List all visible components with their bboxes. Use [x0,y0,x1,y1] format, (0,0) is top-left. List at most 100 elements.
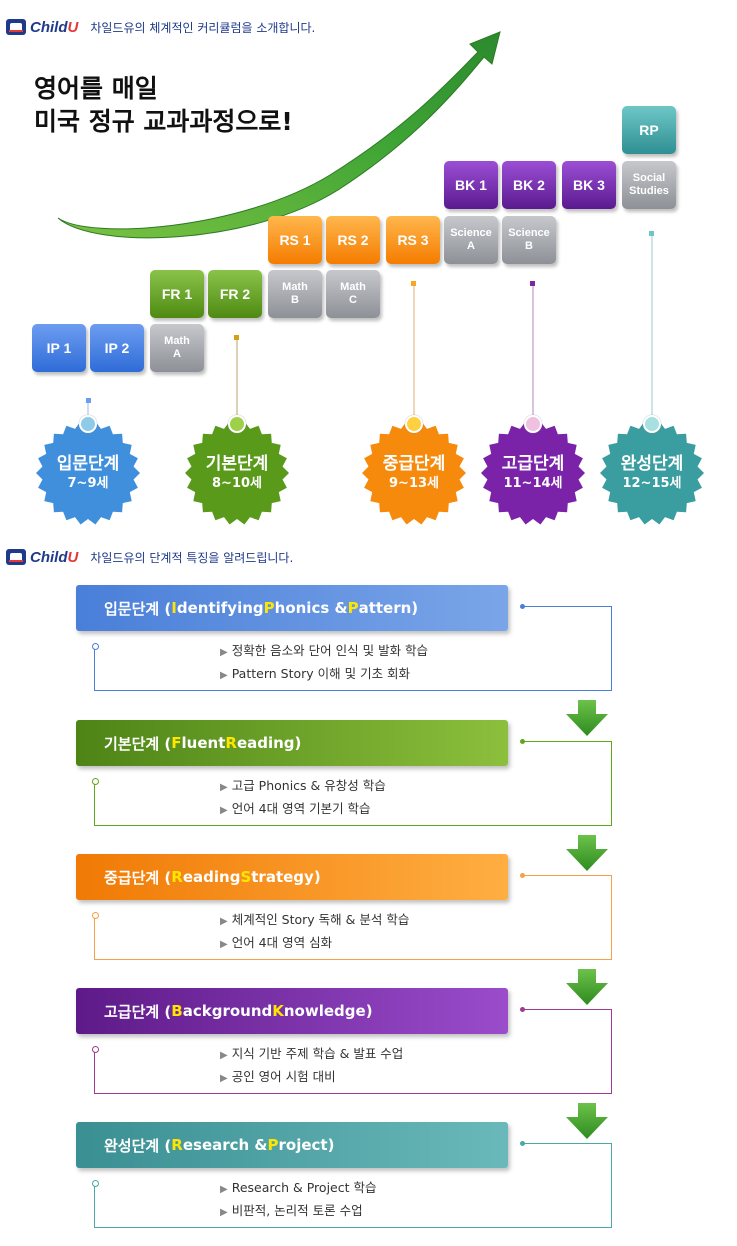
stage-badge-1: 입문단계 7~9세 [35,415,141,526]
frame-connector [522,875,612,876]
stage-bullets: ▶체계적인 Story 독해 & 분석 학습 ▶언어 4대 영역 심화 [220,909,409,955]
stage-detail-frame [94,645,612,691]
stage-badge-3: 중급단계 9~13세 [361,415,467,526]
stage-name: 입문단계 [56,454,120,474]
block-rs3: RS 3 [386,216,440,264]
stage-badge-5: 완성단계 12~15세 [599,415,705,526]
stage-title-kr: 완성단계 ( [104,1136,172,1155]
stage-age: 11~14세 [503,476,563,491]
headline: 영어를 매일 미국 정규 교과과정으로! [34,72,293,138]
frame-connector [522,606,612,607]
bullet-dot-icon [520,873,525,878]
down-arrow-icon [566,700,608,736]
header-title: 차일드유의 체계적인 커리큘럼을 소개합니다. [90,20,316,35]
logo: ChildU [30,548,79,566]
block-ip1: IP 1 [32,324,86,372]
stage-title-kr: 기본단계 ( [104,734,172,753]
block-ip2: IP 2 [90,324,144,372]
block-fr2: FR 2 [208,270,262,318]
bullet-item: ▶비판적, 논리적 토론 수업 [220,1203,363,1218]
bullet-item: ▶공인 영어 시험 대비 [220,1069,336,1084]
stage-badge-4: 고급단계 11~14세 [480,415,586,526]
stage-age: 9~13세 [389,476,439,491]
stage-detail-frame [94,1048,612,1094]
pin-icon [524,415,542,433]
block-rs1: RS 1 [268,216,322,264]
bullet-dot-icon [520,739,525,744]
stage-bullets: ▶지식 기반 주제 학습 & 발표 수업 ▶공인 영어 시험 대비 [220,1043,403,1089]
logo: ChildU [30,18,79,36]
down-arrow-icon [566,969,608,1005]
stage-bullets: ▶Research & Project 학습 ▶비판적, 논리적 토론 수업 [220,1177,376,1223]
bullet-dot-icon [92,1180,99,1187]
stage-name: 중급단계 [382,454,446,474]
frame-connector [611,741,612,781]
bullet-dot-icon [520,1007,525,1012]
down-arrow-icon [566,1103,608,1139]
bullet-dot-icon [92,643,99,650]
stage-badge-2: 기본단계 8~10세 [184,415,290,526]
block-bk1: BK 1 [444,161,498,209]
bullet-dot-icon [92,778,99,785]
bullet-dot-icon [92,1046,99,1053]
stage-age: 7~9세 [67,476,109,491]
frame-connector [611,1009,612,1049]
block-rp: RP [622,106,676,154]
bullet-dot-icon [520,1141,525,1146]
frame-connector [522,1143,612,1144]
bullet-item: ▶언어 4대 영역 기본기 학습 [220,801,371,816]
badge-shape-icon [36,421,140,525]
pin-icon [228,415,246,433]
logo-icon [6,19,26,35]
stage-detail-frame [94,780,612,826]
bullet-item: ▶Research & Project 학습 [220,1180,377,1195]
stage-bullets: ▶정확한 음소와 단어 인식 및 발화 학습▶Pattern Story 이해 … [220,640,428,686]
headline-line-2: 미국 정규 교과과정으로! [34,107,293,136]
block-fr1: FR 1 [150,270,204,318]
badge-shape-icon [600,421,704,525]
stage-title-kr: 고급단계 ( [104,1002,172,1021]
bullet-item: ▶체계적인 Story 독해 & 분석 학습 [220,912,410,927]
header-bottom: ChildU 차일드유의 단계적 특징을 알려드립니다. [6,546,293,568]
bullet-item: ▶고급 Phonics & 유창성 학습 [220,778,386,793]
block-bk3: BK 3 [562,161,616,209]
stage-age: 8~10세 [212,476,262,491]
stage-name: 기본단계 [205,454,269,474]
bullet-dot-icon [92,912,99,919]
stage-detail-frame [94,914,612,960]
frame-connector [611,875,612,915]
badge-shape-icon [481,421,585,525]
down-arrow-icon [566,835,608,871]
frame-connector [611,606,612,646]
bullet-item: ▶지식 기반 주제 학습 & 발표 수업 [220,1046,404,1061]
block-rs2: RS 2 [326,216,380,264]
stage-name: 완성단계 [620,454,684,474]
header-top: ChildU 차일드유의 체계적인 커리큘럼을 소개합니다. [6,16,315,38]
bullet-item: ▶정확한 음소와 단어 인식 및 발화 학습 [220,643,429,658]
pin-icon [405,415,423,433]
growth-arrow-icon [57,31,501,239]
stage-title-kr: 중급단계 ( [104,868,172,887]
bullet-item: ▶언어 4대 영역 심화 [220,935,333,950]
pin-icon [643,415,661,433]
frame-connector [611,1143,612,1183]
stage-bullets: ▶고급 Phonics & 유창성 학습 ▶언어 4대 영역 기본기 학습 [220,775,386,821]
headline-line-1: 영어를 매일 [34,74,158,103]
stage-connectors [86,231,654,420]
stage-name: 고급단계 [501,454,565,474]
stage-detail-frame [94,1182,612,1228]
bullet-dot-icon [520,604,525,609]
header-title: 차일드유의 단계적 특징을 알려드립니다. [90,550,294,565]
frame-connector [522,741,612,742]
stage-title-kr: 입문단계 ( [104,599,172,618]
